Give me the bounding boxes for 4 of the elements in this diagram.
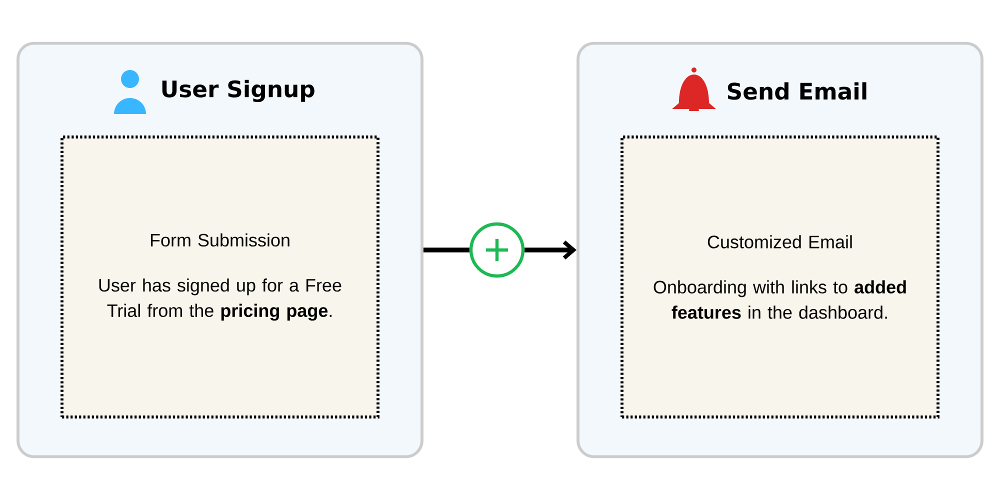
- arrow: [524, 240, 577, 260]
- text-box: Form Submission User has signed up for a Free Trial from the pricing page.: [60, 136, 380, 418]
- plus-circle: [469, 222, 525, 278]
- text-box: Customized Email Onboarding with links to added features in the dashboard.: [620, 136, 940, 418]
